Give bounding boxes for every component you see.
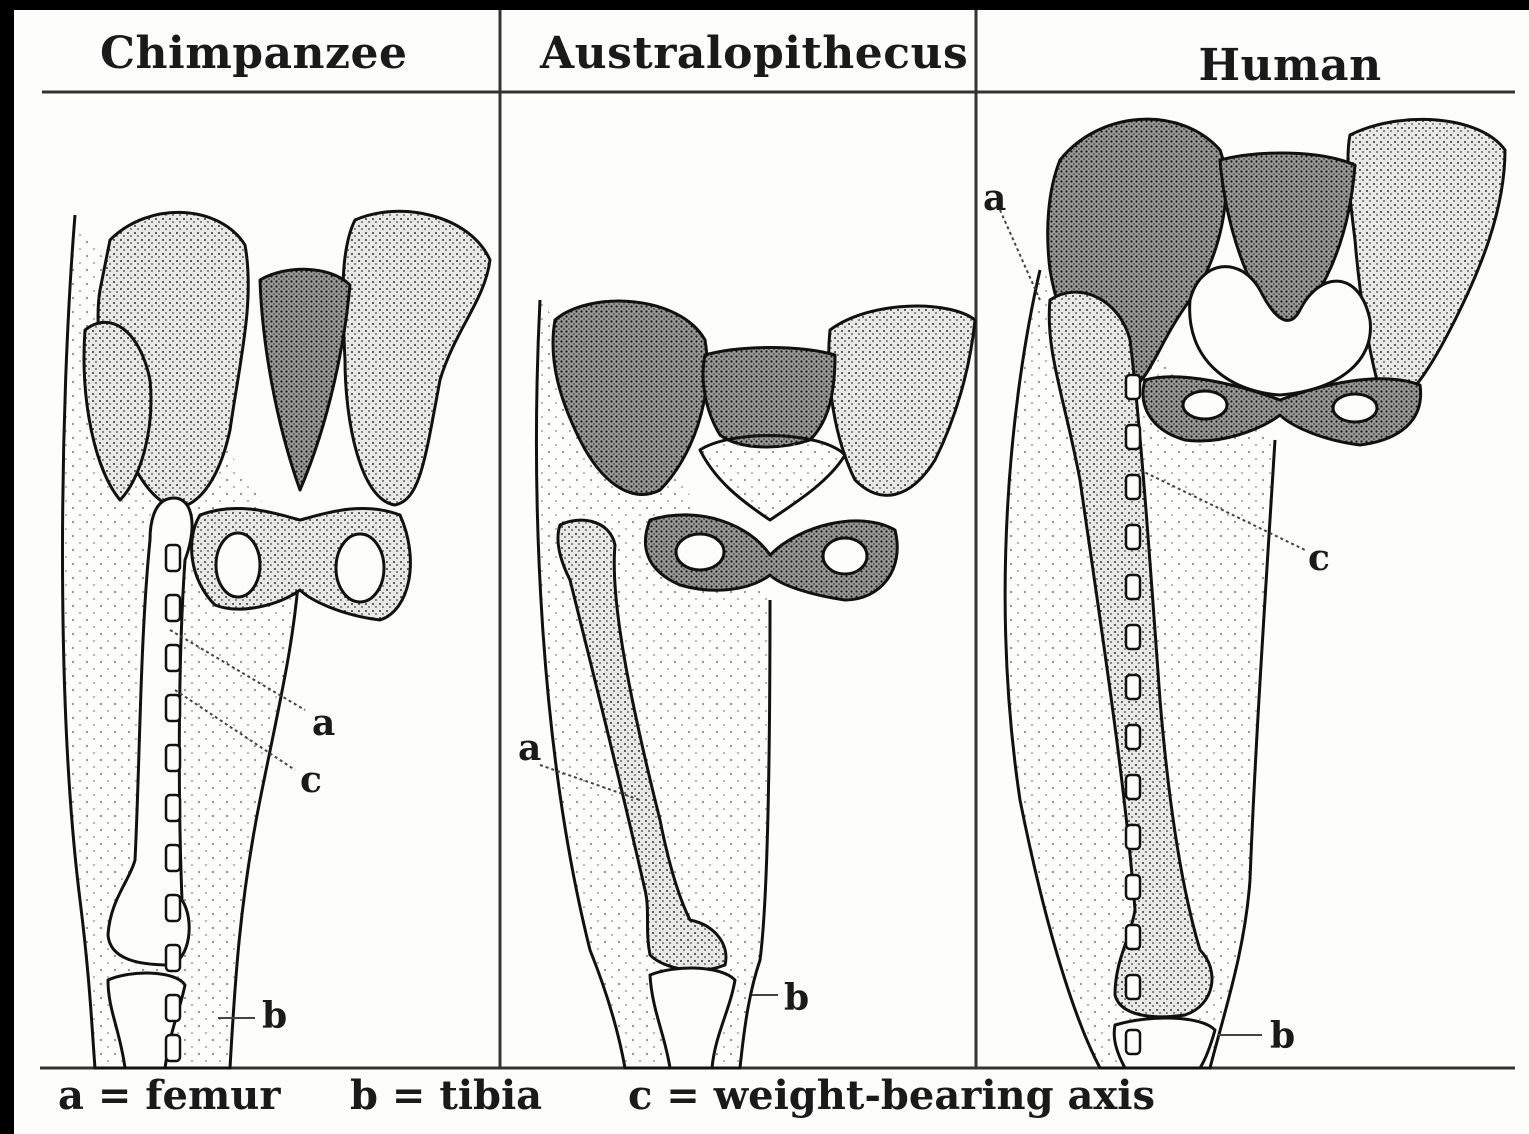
chimpanzee-label-c: c — [300, 759, 322, 801]
column-title-australopithecus: Australopithecus — [540, 28, 930, 79]
australopithecus-illustration — [537, 300, 975, 1068]
chimpanzee-illustration — [63, 211, 491, 1068]
chimpanzee-label-a: a — [312, 702, 335, 744]
column-title-human: Human — [1180, 40, 1400, 91]
chimpanzee-label-b: b — [262, 995, 287, 1037]
legend-weight-bearing-axis: c = weight-bearing axis — [628, 1072, 1155, 1119]
human-label-c: c — [1308, 537, 1330, 579]
legend-tibia: b = tibia — [350, 1072, 542, 1119]
human-label-b: b — [1270, 1015, 1295, 1057]
human-illustration — [1005, 119, 1505, 1068]
human-label-a: a — [983, 177, 1006, 219]
australopithecus-label-b: b — [784, 977, 809, 1019]
australopithecus-label-a: a — [518, 727, 541, 769]
column-title-chimpanzee: Chimpanzee — [100, 28, 380, 79]
legend-femur: a = femur — [58, 1072, 280, 1119]
